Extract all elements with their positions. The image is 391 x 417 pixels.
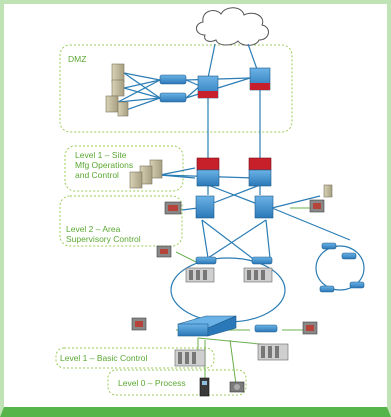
level1-site-label: Level 1 – Site Mfg Operations and Contro… xyxy=(75,150,134,180)
plc-rack-icon xyxy=(243,267,273,283)
workstation-icon xyxy=(302,321,318,335)
plc-rack-icon xyxy=(257,343,289,361)
switch-icon xyxy=(254,324,278,333)
dmz-switches xyxy=(159,74,187,103)
switch-icon xyxy=(177,315,237,337)
server-icon xyxy=(323,184,333,198)
network-links xyxy=(117,43,365,323)
router-icon xyxy=(248,157,272,187)
server-icon xyxy=(105,95,119,113)
level0-process-zone xyxy=(107,369,247,396)
switch-icon xyxy=(159,74,187,85)
switch-icon xyxy=(349,281,365,289)
server-icon xyxy=(117,101,129,117)
switch-icon xyxy=(195,256,217,265)
level1-basic-label: Level 1 – Basic Control xyxy=(60,353,148,363)
switch-icon xyxy=(159,92,187,103)
firewall-icon xyxy=(197,75,219,99)
plc-rack-icon xyxy=(185,267,215,283)
router-icon xyxy=(196,157,220,187)
switch-icon xyxy=(319,285,335,293)
dmz-zone xyxy=(59,44,293,133)
firewall-icon xyxy=(249,67,271,91)
zone-outlines xyxy=(55,44,293,396)
switch-icon xyxy=(341,252,357,260)
server-icon xyxy=(129,171,143,189)
server-icon xyxy=(111,63,125,83)
dmz-label: DMZ xyxy=(68,54,87,64)
site-servers xyxy=(129,159,163,189)
level2-area-zone xyxy=(59,195,183,247)
workstation-icon xyxy=(131,317,147,331)
server-icon xyxy=(111,79,125,97)
switch-icon xyxy=(321,242,337,250)
level2-area-label: Level 2 – Area Supervisory Control xyxy=(66,224,141,244)
workstation-icon xyxy=(156,245,172,258)
workstation-icon xyxy=(309,199,325,213)
workstation-icon xyxy=(164,201,182,215)
level0-process-label: Level 0 – Process xyxy=(118,378,186,388)
dmz-servers xyxy=(105,63,129,117)
cloud-icon xyxy=(196,7,269,46)
level1-basic-zone xyxy=(55,347,215,369)
motor-icon xyxy=(229,381,245,393)
level1-site-zone xyxy=(64,145,184,192)
switch-icon xyxy=(195,195,215,219)
switch-icon xyxy=(254,195,274,219)
switch-icon xyxy=(251,256,273,265)
plc-rack-icon xyxy=(174,349,206,367)
drive-icon xyxy=(199,377,210,397)
